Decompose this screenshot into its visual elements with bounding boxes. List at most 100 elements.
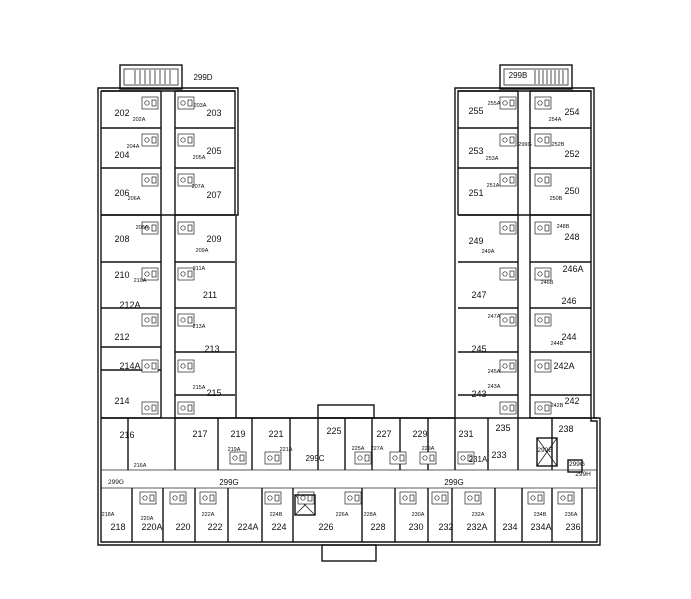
sink-fixture — [429, 454, 435, 462]
room-label-220a: 220A — [141, 522, 162, 532]
room-label-211: 211 — [203, 290, 217, 300]
sink-fixture — [509, 404, 515, 412]
sub-label-254a: 254A — [549, 117, 562, 123]
room-label-236: 236 — [565, 522, 580, 532]
sink-fixture — [187, 224, 193, 232]
sink-fixture — [509, 316, 515, 324]
sink-fixture — [567, 494, 573, 502]
sink-fixture — [544, 99, 550, 107]
toilet-fixture — [180, 271, 186, 277]
sub-label-245a: 245A — [488, 369, 501, 375]
sub-label-207a: 207A — [192, 184, 205, 190]
elevator-x — [536, 437, 558, 467]
toilet-fixture — [267, 495, 273, 501]
room-label-251: 251 — [468, 188, 483, 198]
sub-label-247a: 247A — [488, 314, 501, 320]
toilet-fixture — [180, 405, 186, 411]
sink-fixture — [187, 316, 193, 324]
sink-fixture — [187, 270, 193, 278]
room-label-224a: 224A — [237, 522, 258, 532]
sink-fixture — [544, 176, 550, 184]
sink-fixture — [509, 99, 515, 107]
sub-label-248b: 248B — [557, 224, 570, 230]
room-label-228: 228 — [370, 522, 385, 532]
sub-label-243a: 243A — [488, 384, 501, 390]
room-label-225: 225 — [326, 426, 341, 436]
room-label-232: 232 — [438, 522, 453, 532]
room-label-217: 217 — [192, 429, 207, 439]
room-label-222: 222 — [207, 522, 222, 532]
stair-299H — [567, 459, 583, 473]
sink-fixture — [544, 404, 550, 412]
stair-tower-north-west — [119, 64, 183, 90]
toilet-fixture — [560, 495, 566, 501]
toilet-fixture — [202, 495, 208, 501]
sink-fixture — [474, 494, 480, 502]
room-label-299b: 299B — [509, 71, 528, 80]
entrance-canopy — [321, 544, 377, 562]
sink-fixture — [151, 99, 157, 107]
room-label-204: 204 — [114, 150, 129, 160]
sub-label-206a: 206A — [128, 196, 141, 202]
room-label-216: 216 — [119, 430, 134, 440]
sub-label-222a: 222A — [202, 512, 215, 518]
sink-fixture — [149, 494, 155, 502]
toilet-fixture — [180, 363, 186, 369]
room-label-229: 229 — [412, 429, 427, 439]
room-label-224: 224 — [271, 522, 286, 532]
room-label-235: 235 — [495, 423, 510, 433]
toilet-fixture — [347, 495, 353, 501]
sink-fixture — [151, 404, 157, 412]
sink-fixture — [509, 136, 515, 144]
room-label-220: 220 — [175, 522, 190, 532]
room-label-218: 218 — [110, 522, 125, 532]
sink-fixture — [307, 494, 313, 502]
room-label-299g_west: 299G — [108, 479, 124, 486]
sub-label-244b: 244B — [551, 341, 564, 347]
building-walls — [97, 64, 601, 562]
sink-fixture — [187, 136, 193, 144]
sink-fixture — [274, 494, 280, 502]
room-label-230: 230 — [408, 522, 423, 532]
toilet-fixture — [180, 177, 186, 183]
toilet-fixture — [144, 271, 150, 277]
toilet-fixture — [460, 455, 466, 461]
room-label-243: 243 — [471, 389, 486, 399]
room-label-249: 249 — [468, 236, 483, 246]
toilet-fixture — [402, 495, 408, 501]
room-label-219: 219 — [230, 429, 245, 439]
room-label-247: 247 — [471, 290, 486, 300]
toilet-fixture — [530, 495, 536, 501]
room-label-232a: 232A — [466, 522, 487, 532]
room-label-209: 209 — [206, 234, 221, 244]
toilet-fixture — [502, 317, 508, 323]
toilet-fixture — [537, 137, 543, 143]
toilet-fixture — [144, 177, 150, 183]
sub-label-205a: 205A — [193, 155, 206, 161]
room-label-254: 254 — [564, 107, 579, 117]
toilet-fixture — [537, 225, 543, 231]
room-label-299c: 299C — [305, 454, 324, 463]
room-label-221: 221 — [268, 429, 283, 439]
room-label-246a: 246A — [562, 264, 583, 274]
sink-fixture — [509, 224, 515, 232]
room-label-210: 210 — [114, 270, 129, 280]
toilet-fixture — [537, 405, 543, 411]
sub-label-218a: 218A — [102, 512, 115, 518]
room-label-202: 202 — [114, 108, 129, 118]
toilet-fixture — [144, 405, 150, 411]
toilet-fixture — [434, 495, 440, 501]
toilet-fixture — [144, 137, 150, 143]
room-label-244: 244 — [561, 332, 576, 342]
room-label-214a: 214A — [119, 361, 140, 371]
sub-label-216a: 216A — [134, 463, 147, 469]
toilet-fixture — [142, 495, 148, 501]
toilet-fixture — [502, 100, 508, 106]
sub-label-242b: 242B — [551, 403, 564, 409]
toilet-fixture — [537, 177, 543, 183]
sink-fixture — [544, 316, 550, 324]
stair-tower-north-east-inner — [503, 68, 569, 86]
room-label-226: 226 — [318, 522, 333, 532]
room-label-299g_right: 299G — [444, 478, 464, 487]
